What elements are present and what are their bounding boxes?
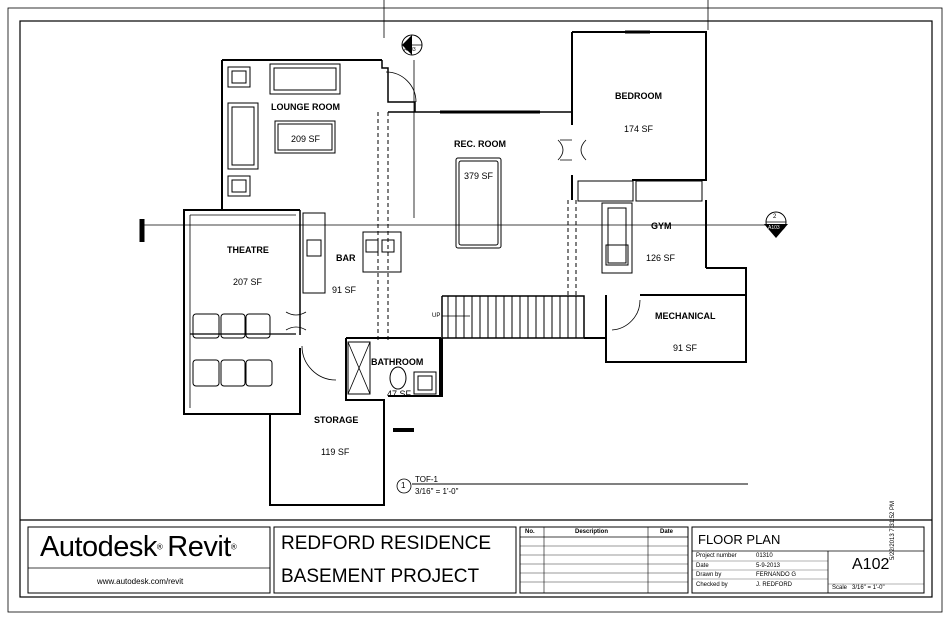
- plot-timestamp: 5/22/2013 7:31:52 PM: [890, 500, 896, 560]
- room-name-gym: GYM: [651, 221, 672, 231]
- room-area-lounge: 209 SF: [291, 134, 321, 144]
- room-name-theatre: THEATRE: [227, 245, 269, 255]
- room-area-mechanical: 91 SF: [673, 343, 698, 353]
- room-area-theatre: 207 SF: [233, 277, 263, 287]
- date-value: 5-9-2013: [756, 563, 781, 569]
- section-marker-1-sheet: A103: [404, 47, 416, 53]
- sheet-number: A102: [852, 556, 890, 573]
- view-title-name: TOF-1: [415, 475, 438, 484]
- section-marker-1: [401, 34, 423, 56]
- rec-room-walls: [377, 110, 577, 340]
- theatre-seats-row1: [192, 313, 271, 339]
- bathroom-walls: [345, 337, 441, 425]
- view-title-scale: 3/16" = 1'-0": [415, 487, 459, 496]
- room-area-bar: 91 SF: [332, 285, 357, 295]
- outer-border: [7, 7, 943, 613]
- mechanical-walls: [605, 295, 747, 363]
- room-name-bedroom: BEDROOM: [615, 91, 662, 101]
- theatre-seats-row2: [192, 359, 273, 387]
- autodesk-revit-logo: Autodesk® Revit®: [40, 531, 237, 564]
- room-area-rec: 379 SF: [464, 171, 494, 181]
- scale-value: 3/16" = 1'-0": [852, 585, 885, 591]
- section-marker-2: [764, 211, 788, 238]
- room-name-mechanical: MECHANICAL: [655, 311, 716, 321]
- logo-registered-mark: ®: [156, 542, 163, 552]
- room-name-lounge: LOUNGE ROOM: [271, 102, 340, 112]
- section-marker-1-number: 1: [409, 37, 413, 43]
- room-area-gym: 126 SF: [646, 253, 676, 263]
- revision-header-date: Date: [660, 529, 674, 535]
- room-name-bathroom: BATHROOM: [371, 357, 424, 367]
- view-title: [396, 478, 748, 494]
- room-name-storage: STORAGE: [314, 415, 359, 425]
- gym-walls: [601, 200, 747, 296]
- storage-walls: [269, 345, 385, 506]
- section-marker-2-sheet: A103: [768, 225, 780, 231]
- logo-autodesk: Autodesk: [40, 531, 157, 563]
- project-name-line1: REDFORD RESIDENCE: [281, 533, 492, 554]
- room-area-storage: 119 SF: [321, 447, 350, 457]
- view-title-number: 1: [401, 481, 406, 490]
- drawn-by-value: FERNANDO G: [756, 572, 797, 578]
- project-number-value: 01310: [756, 553, 773, 559]
- revision-header-no: No.: [525, 529, 535, 535]
- sheet-name: FLOOR PLAN: [698, 532, 781, 547]
- stairs: [388, 295, 606, 397]
- room-area-bedroom: 174 SF: [624, 124, 654, 134]
- bedroom-walls: [557, 30, 707, 202]
- drawn-by-label: Drawn by: [696, 572, 722, 578]
- bar-walls: [302, 212, 402, 294]
- theatre-walls: [183, 209, 307, 415]
- logo-registered-mark-2: ®: [230, 542, 237, 552]
- revision-header-description: Description: [575, 529, 609, 535]
- room-name-bar: BAR: [336, 253, 356, 263]
- checked-by-value: J. REDFORD: [756, 582, 792, 588]
- room-name-rec: REC. ROOM: [454, 139, 507, 149]
- date-label: Date: [696, 563, 709, 569]
- inner-border: [19, 20, 933, 598]
- title-block: [27, 526, 925, 594]
- scale-label: Scale: [832, 585, 848, 591]
- project-name-line2: BASEMENT PROJECT: [281, 566, 480, 587]
- room-area-bathroom: 47 SF: [387, 389, 412, 399]
- logo-revit: Revit: [167, 531, 231, 563]
- section-lines: [139, 0, 776, 432]
- logo-url: www.autodesk.com/revit: [97, 577, 184, 586]
- section-marker-2-number: 2: [773, 214, 777, 220]
- stair-up-label: UP: [432, 313, 441, 319]
- checked-by-label: Checked by: [696, 582, 728, 588]
- project-number-label: Project number: [696, 553, 737, 559]
